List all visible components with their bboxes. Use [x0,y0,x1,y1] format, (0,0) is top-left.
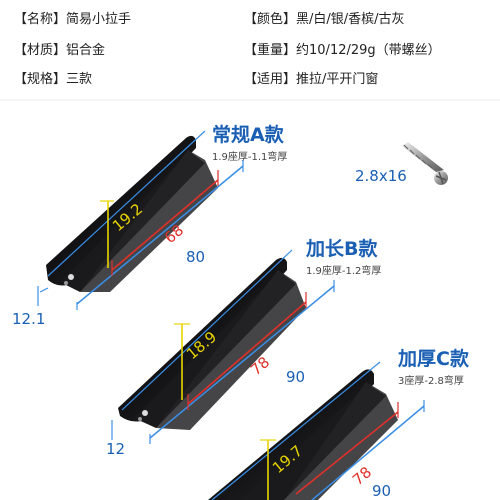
spec-usage: 【适用】推拉/平开门窗 [244,72,379,87]
model-b-handle [118,257,306,430]
model-a-dimensions [37,130,244,310]
model-a-width: 12.1 [12,310,45,328]
spec-size: 【规格】三款 [14,72,93,87]
model-c-subtitle: 3座厚-2.8弯厚 [398,376,464,387]
model-b-title: 加长B款 [306,238,378,260]
model-a-title: 常规A款 [212,124,284,146]
screw-icon [402,142,448,185]
model-b-width: 12 [106,440,125,458]
model-a-subtitle: 1.9座厚-1.1弯厚 [212,152,288,163]
model-c-length: 90 [372,482,391,500]
spec-color: 【颜色】黑/白/银/香槟/古灰 [244,12,405,27]
spec-material: 【材质】铝合金 [14,43,106,58]
spec-name: 【名称】简易小拉手 [14,12,132,27]
model-c-title: 加厚C款 [398,348,469,370]
model-b-length: 90 [286,368,305,386]
model-b-dimensions [111,249,335,444]
model-a-length: 80 [186,248,205,266]
screw-label: 2.8x16 [355,167,407,185]
model-b-subtitle: 1.9座厚-1.2弯厚 [306,266,382,277]
model-c-dimensions [211,361,425,500]
spec-table: 【名称】简易小拉手 【颜色】黑/白/银/香槟/古灰 【材质】铝合金 【重量】约1… [0,0,500,100]
spec-weight: 【重量】约10/12/29g（带螺丝） [244,43,441,58]
